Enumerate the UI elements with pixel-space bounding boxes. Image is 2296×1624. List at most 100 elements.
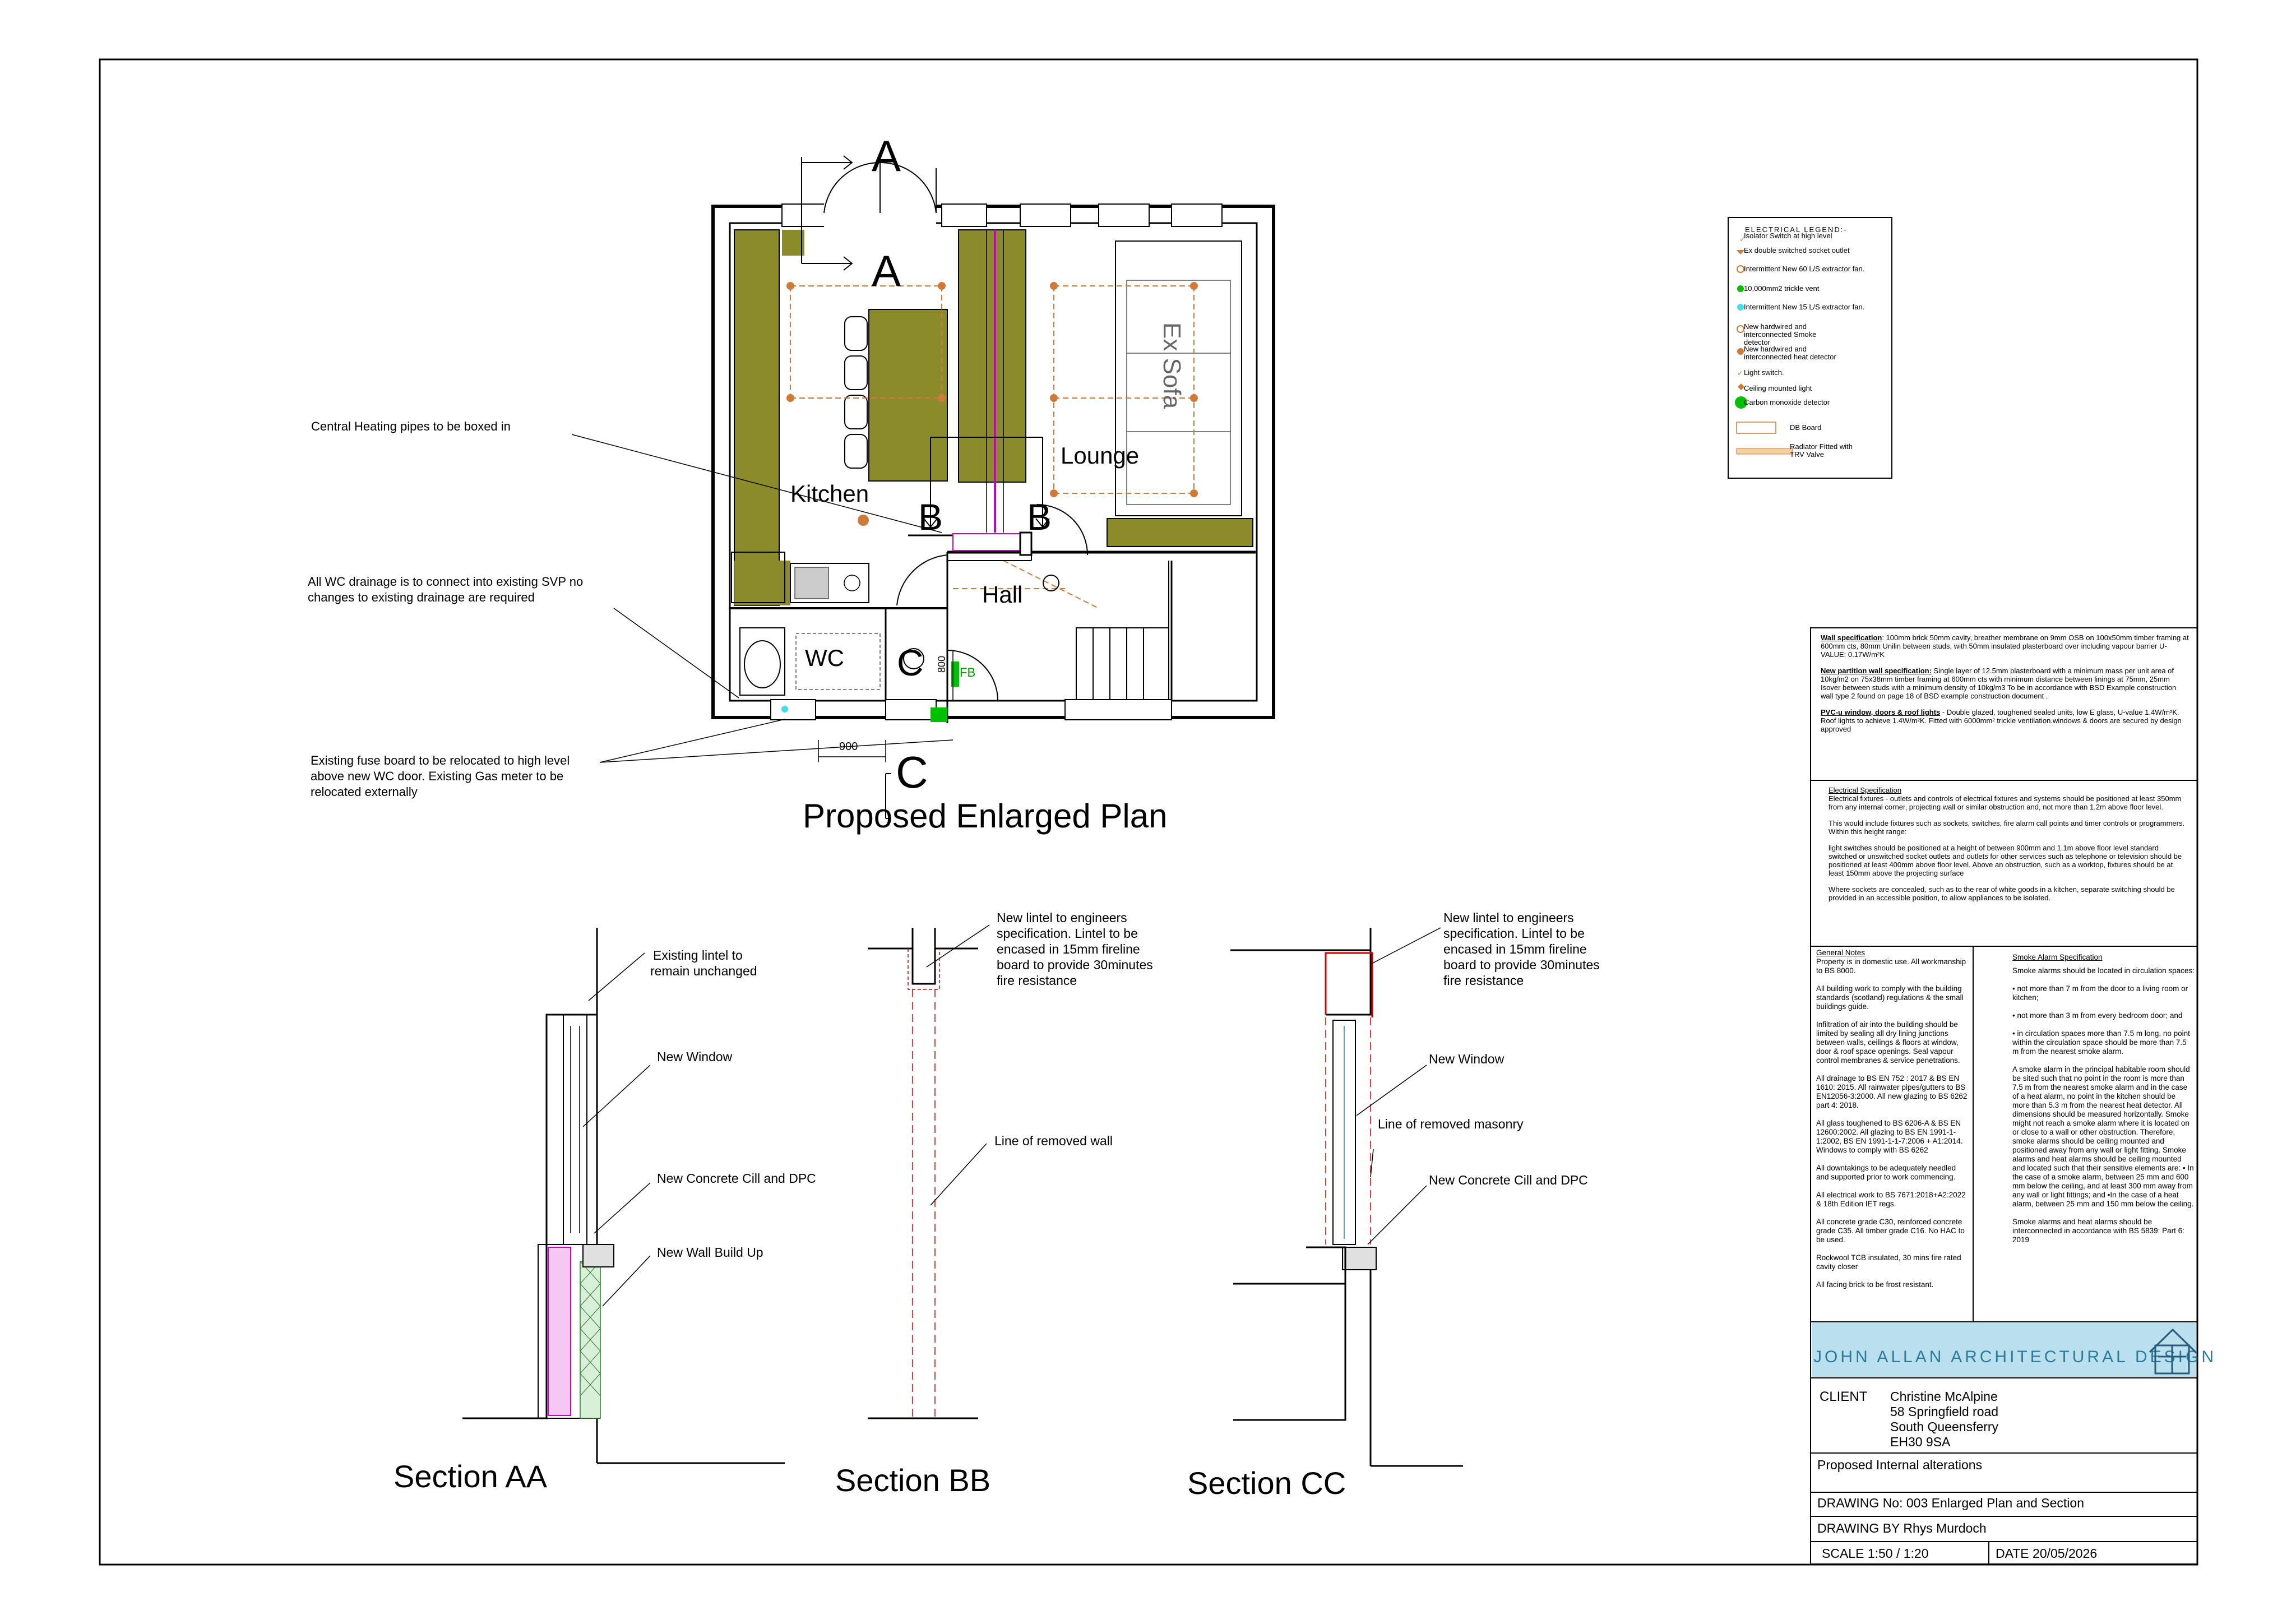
general-note-9: Rockwool TCB insulated, 30 mins fire rat… — [1816, 1253, 1961, 1271]
legend-item-co-detector: Carbon monoxide detector — [1744, 398, 1830, 406]
smoke-spec-p5: A smoke alarm in the principal habitable… — [2012, 1065, 2194, 1208]
wall-spec-text: : 100mm brick 50mm cavity, breather memb… — [1821, 633, 2189, 659]
general-note-1: Property is in domestic use. All workman… — [1816, 957, 1966, 975]
client-address-line3: EH30 9SA — [1890, 1435, 1951, 1449]
general-notes-heading: General Notes — [1816, 949, 1866, 957]
general-note-10: All facing brick to be frost resistant. — [1816, 1280, 1934, 1289]
note-fuse-line3: relocated externally — [311, 785, 418, 799]
company-name: JOHN ALLAN ARCHITECTURAL DESIGN — [1813, 1348, 2216, 1366]
legend-title: ELECTRICAL LEGEND:- — [1745, 225, 1848, 234]
client-address-line2: South Queensferry — [1890, 1419, 1999, 1434]
section-bb-title: Section BB — [835, 1463, 990, 1498]
electrical-legend: ELECTRICAL LEGEND:- Isolator Switch at h… — [1728, 218, 1892, 478]
electrical-spec-heading: Electrical Specification — [1829, 786, 1902, 794]
note-heating-pipes: Central Heating pipes to be boxed in — [311, 419, 511, 433]
section-bb-lintel-line4: board to provide 30minutes — [997, 957, 1153, 972]
general-note-2: All building work to comply with the bui… — [1816, 984, 1964, 1011]
section-cc-lintel-line4: board to provide 30minutes — [1443, 957, 1600, 972]
section-aa-drawing — [462, 928, 785, 1464]
section-aa-lintel-line1: Existing lintel to — [653, 948, 743, 963]
dimension-800: 800 — [936, 656, 947, 673]
section-bb-lintel-line5: fire resistance — [997, 973, 1077, 988]
floor-plan — [711, 155, 1275, 819]
general-note-8: All concrete grade C30, reinforced concr… — [1816, 1218, 1965, 1244]
section-marker-c: C — [897, 642, 924, 683]
drawing-date: DATE 20/05/2026 — [1996, 1546, 2098, 1561]
svg-text:✓: ✓ — [1737, 369, 1743, 377]
section-aa-cill-label: New Concrete Cill and DPC — [657, 1171, 816, 1186]
general-note-3: Infiltration of air into the building sh… — [1816, 1020, 1960, 1065]
client-name: Christine McAlpine — [1890, 1389, 1998, 1404]
svg-text:✓: ✓ — [1739, 235, 1746, 243]
company-banner — [1812, 1323, 2196, 1377]
section-marker-b-right: B — [1027, 496, 1052, 538]
section-cc-window-label: New Window — [1429, 1052, 1505, 1066]
smoke-spec-p6: Smoke alarms and heat alarms should be i… — [2012, 1218, 2184, 1244]
project-name: Proposed Internal alterations — [1817, 1458, 1983, 1472]
drawing-scale: SCALE 1:50 / 1:20 — [1822, 1546, 1929, 1561]
client-details: Christine McAlpine 58 Springfield road S… — [1890, 1389, 1998, 1450]
legend-item-light-switch: Light switch. — [1744, 368, 1784, 377]
section-marker-c-bottom: C — [896, 747, 928, 797]
electrical-legend-box — [1728, 217, 1892, 479]
legend-item-radiator: Radiator Fitted with TRV Valve — [1790, 442, 1853, 459]
section-cc-drawing — [1230, 927, 1463, 1467]
plan-title: Proposed Enlarged Plan — [803, 797, 1167, 835]
section-bb-lintel-line2: specification. Lintel to be — [997, 926, 1138, 941]
wall-spec-heading: Wall specification — [1821, 633, 1882, 642]
room-label-wc: WC — [805, 645, 844, 671]
section-aa-title: Section AA — [394, 1459, 548, 1494]
section-cc-lintel-line1: New lintel to engineers — [1443, 910, 1574, 925]
legend-item-heat-detector: New hardwired and interconnected heat de… — [1744, 345, 1836, 361]
general-note-6: All downtakings to be adequately needled… — [1816, 1164, 1956, 1181]
electrical-spec-p1: Electrical fixtures - outlets and contro… — [1829, 794, 2182, 811]
drawn-by: DRAWING BY Rhys Murdoch — [1817, 1521, 1987, 1535]
smoke-spec-p2: • not more than 7 m from the door to a l… — [2012, 984, 2188, 1002]
note-fuse-line2: above new WC door. Existing Gas meter to… — [311, 769, 563, 783]
section-bb-lintel-line3: encased in 15mm fireline — [997, 942, 1140, 956]
section-aa-window-label: New Window — [657, 1049, 733, 1064]
legend-item-smoke-detector: New hardwired and interconnected Smoke d… — [1744, 322, 1817, 346]
section-aa-wall-label: New Wall Build Up — [657, 1245, 763, 1260]
note-drainage-line2: changes to existing drainage are require… — [308, 590, 535, 604]
section-cc-title: Section CC — [1187, 1465, 1346, 1501]
pvc-spec-text: - Double glazed, toughened sealed units,… — [1821, 708, 2182, 733]
legend-item-isolator: Isolator Switch at high level — [1744, 232, 1832, 240]
electrical-specification: Electrical Specification Electrical fixt… — [1829, 786, 2187, 910]
electrical-spec-p4: Where sockets are concealed, such as to … — [1829, 885, 2175, 902]
smoke-spec-p1: Smoke alarms should be located in circul… — [2012, 966, 2195, 975]
partition-spec-text: Single layer of 12.5mm plasterboard with… — [1821, 667, 2177, 700]
section-cc-cill-label: New Concrete Cill and DPC — [1429, 1173, 1588, 1187]
note-fuse-line1: Existing fuse board to be relocated to h… — [311, 753, 570, 767]
general-note-5: All glass toughened to BS 6206-A & BS EN… — [1816, 1119, 1963, 1154]
title-block-frame — [1810, 627, 2198, 1565]
general-note-4: All drainage to BS EN 752 : 2017 & BS EN… — [1816, 1074, 1968, 1109]
client-address-line1: 58 Springfield road — [1890, 1404, 1999, 1419]
fuse-board-label: FB — [960, 665, 975, 679]
legend-symbols: ✓ ✓ — [1735, 235, 1793, 455]
wall-specification: Wall specification: 100mm brick 50mm cav… — [1821, 633, 2191, 741]
sofa-label: Ex Sofa — [1158, 322, 1186, 409]
section-cc-lintel-line3: encased in 15mm fireline — [1443, 942, 1587, 956]
room-label-hall: Hall — [982, 581, 1022, 608]
section-bb-drawing — [868, 924, 990, 1419]
note-drainage-line1: All WC drainage is to connect into exist… — [308, 575, 583, 589]
partition-spec-heading: New partition wall specification: — [1821, 667, 1932, 675]
smoke-spec-p4: • in circulation spaces more than 7.5 m … — [2012, 1029, 2190, 1056]
legend-item-extractor-15: Intermittent New 15 L/S extractor fan. — [1744, 303, 1865, 311]
room-label-lounge: Lounge — [1061, 442, 1139, 469]
company-logo-icon — [2149, 1328, 2197, 1375]
general-note-7: All electrical work to BS 7671:2018+A2:2… — [1816, 1191, 1966, 1208]
section-cc-masonry-label: Line of removed masonry — [1378, 1117, 1524, 1131]
section-cc-lintel-line2: specification. Lintel to be — [1443, 926, 1585, 941]
pvc-spec-heading: PVC-u window, doors & roof lights — [1821, 708, 1941, 716]
section-bb-lintel-line1: New lintel to engineers — [997, 910, 1127, 925]
legend-item-socket: Ex double switched socket outlet — [1744, 246, 1850, 255]
room-label-kitchen: Kitchen — [790, 480, 869, 507]
legend-item-extractor-60: Intermittent New 60 L/S extractor fan. — [1744, 265, 1865, 273]
legend-item-trickle-vent: 10,000mm2 trickle vent — [1744, 284, 1820, 293]
drawing-number: DRAWING No: 003 Enlarged Plan and Sectio… — [1817, 1496, 2085, 1510]
client-label: CLIENT — [1820, 1389, 1868, 1404]
section-bb-removed-wall: Line of removed wall — [994, 1133, 1113, 1148]
